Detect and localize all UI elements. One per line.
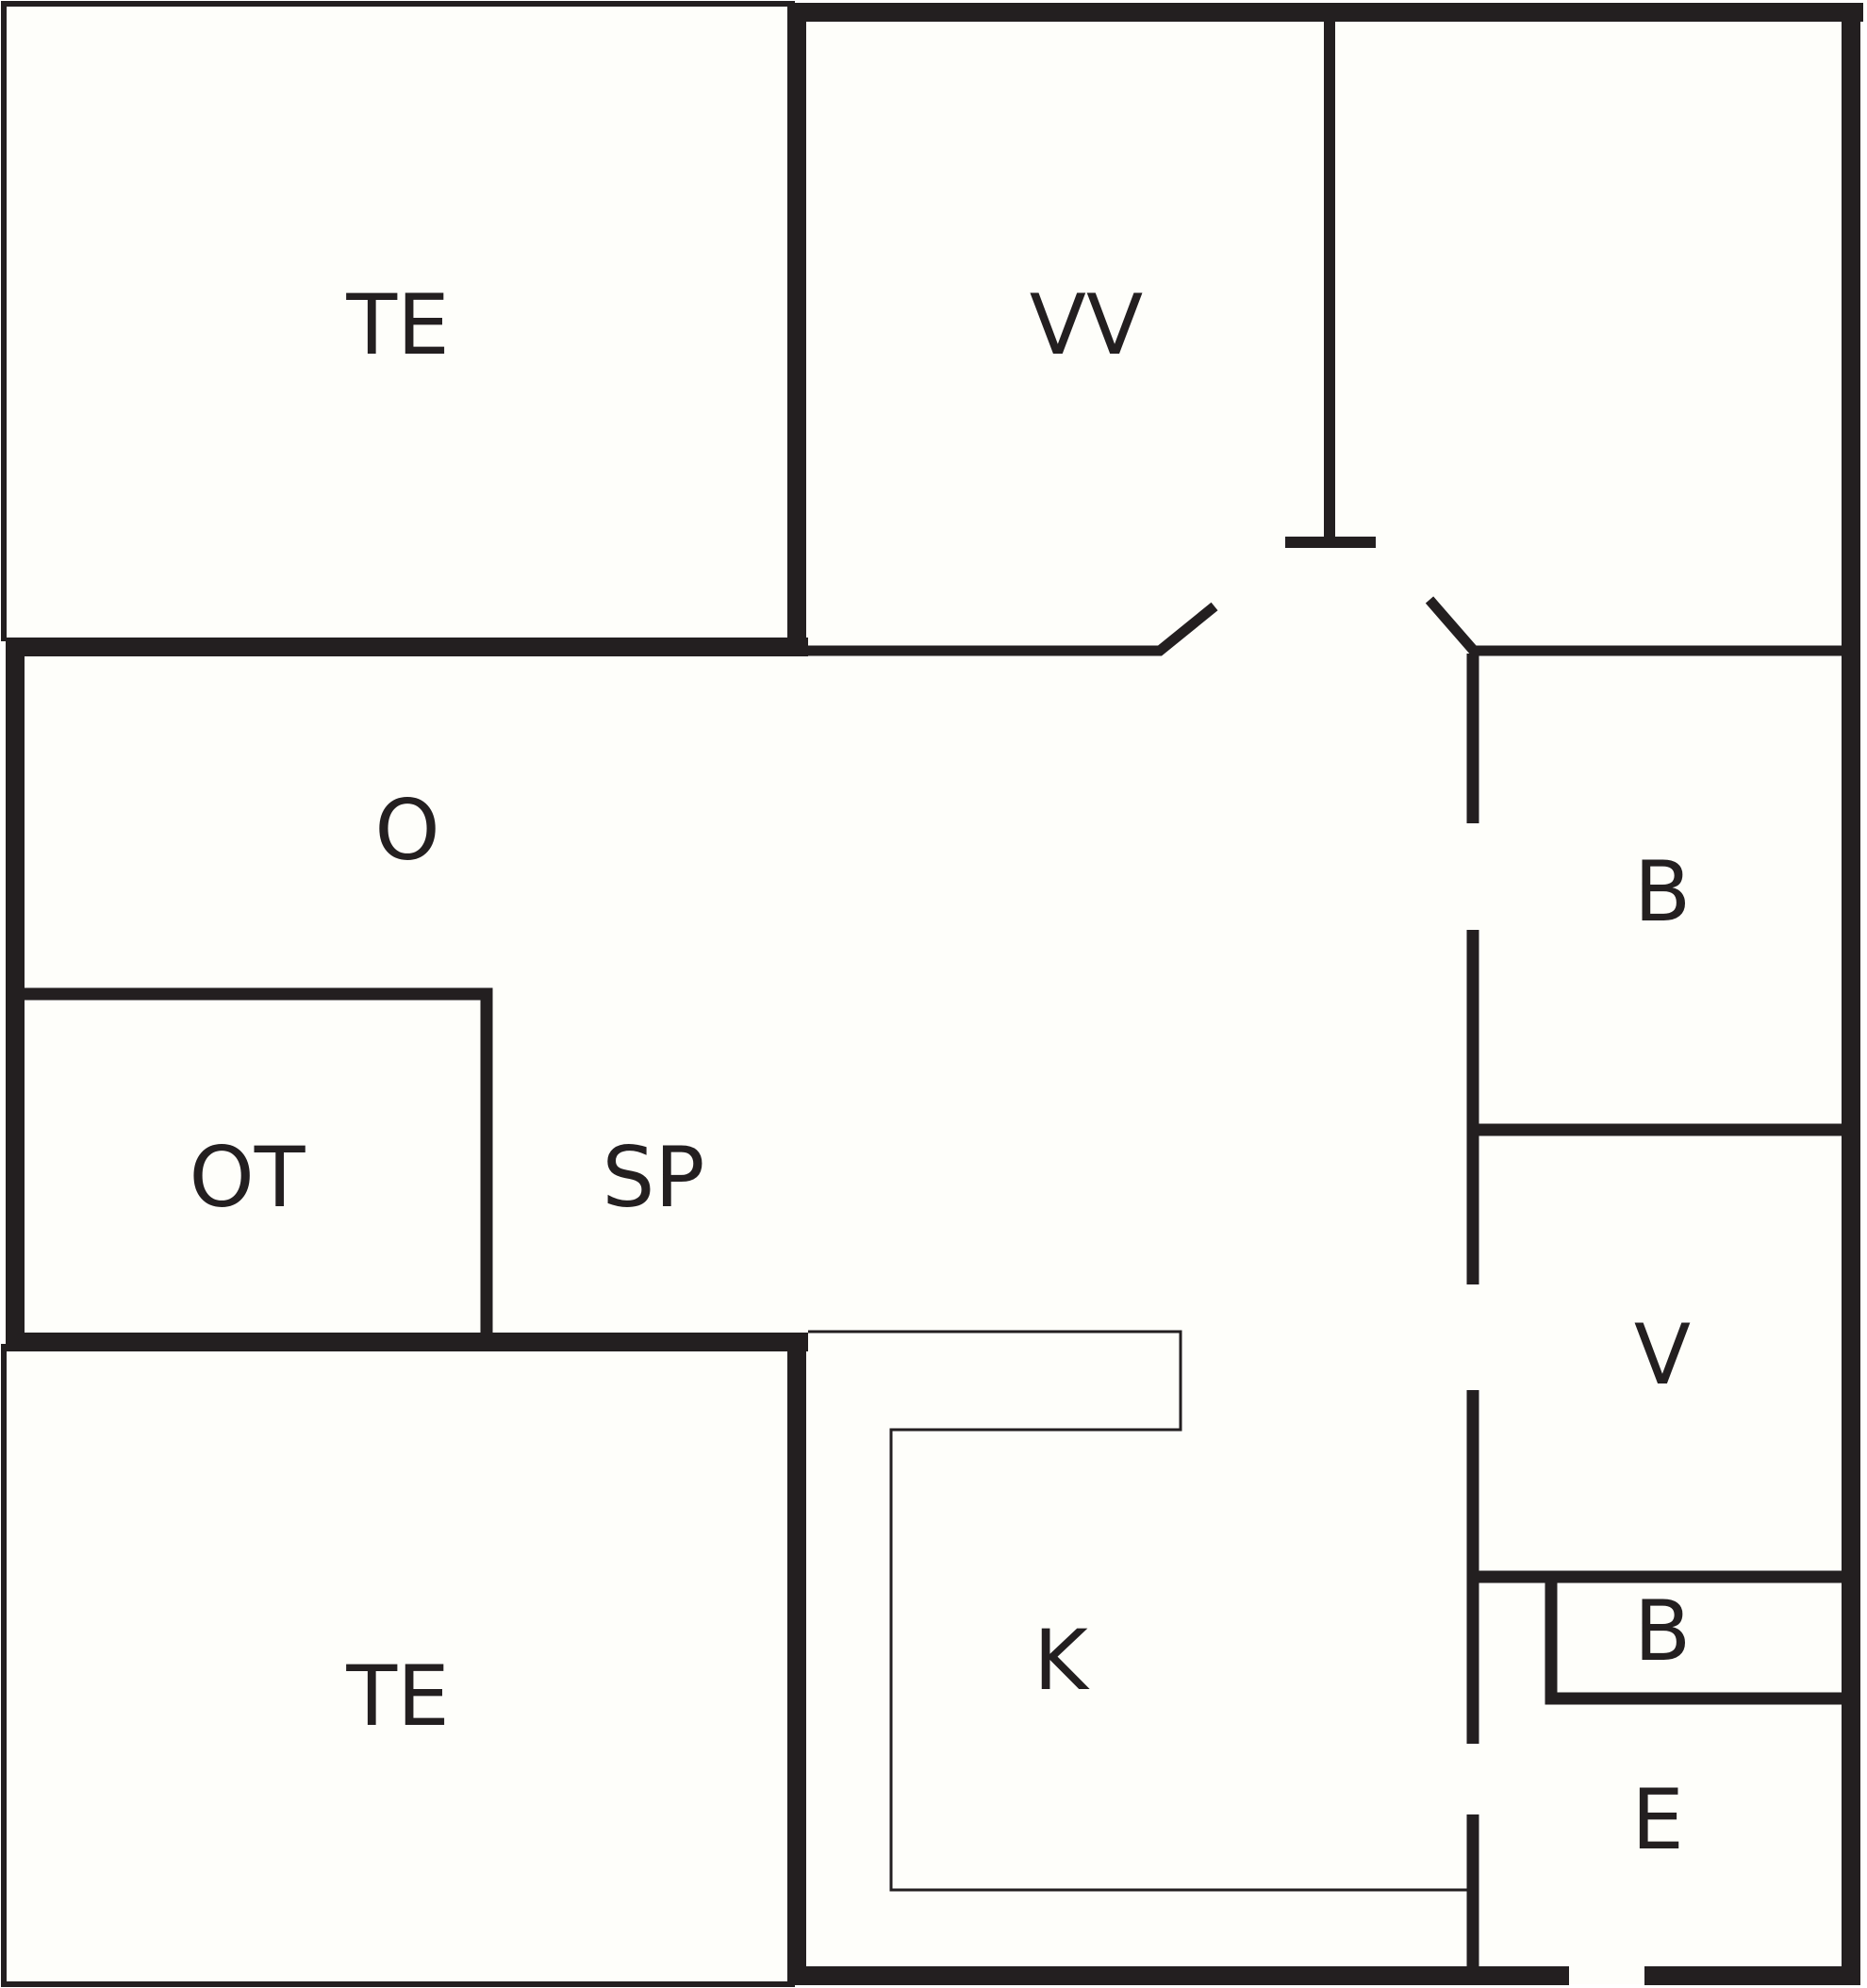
room-label-ot: OT: [189, 1129, 306, 1226]
wall-right-room-bottom: [1425, 596, 1851, 656]
wall-te-top-frame: [1, 1, 795, 641]
room-label-sp: SP: [603, 1129, 705, 1226]
kitchen-counter: [808, 1330, 1467, 1892]
wall-vv-bottom: [808, 602, 1218, 656]
room-label-b-lower: B: [1634, 1582, 1691, 1680]
room-label-v: V: [1634, 1306, 1691, 1403]
room-label-te-top: TE: [345, 276, 449, 373]
wall-b-lower-room: [1545, 1577, 1851, 1705]
room-label-vv: VV: [1030, 276, 1143, 373]
room-labels: TE VV O B OT SP V TE K B E: [189, 276, 1691, 1868]
room-label-e: E: [1631, 1771, 1684, 1868]
room-label-k: K: [1033, 1612, 1090, 1709]
wall-ot-room: [15, 987, 493, 1339]
room-label-o: O: [374, 782, 439, 879]
room-label-te-bottom: TE: [345, 1648, 449, 1745]
wall-te-bottom-frame: [1, 1344, 795, 1987]
room-label-b-upper: B: [1634, 843, 1691, 940]
